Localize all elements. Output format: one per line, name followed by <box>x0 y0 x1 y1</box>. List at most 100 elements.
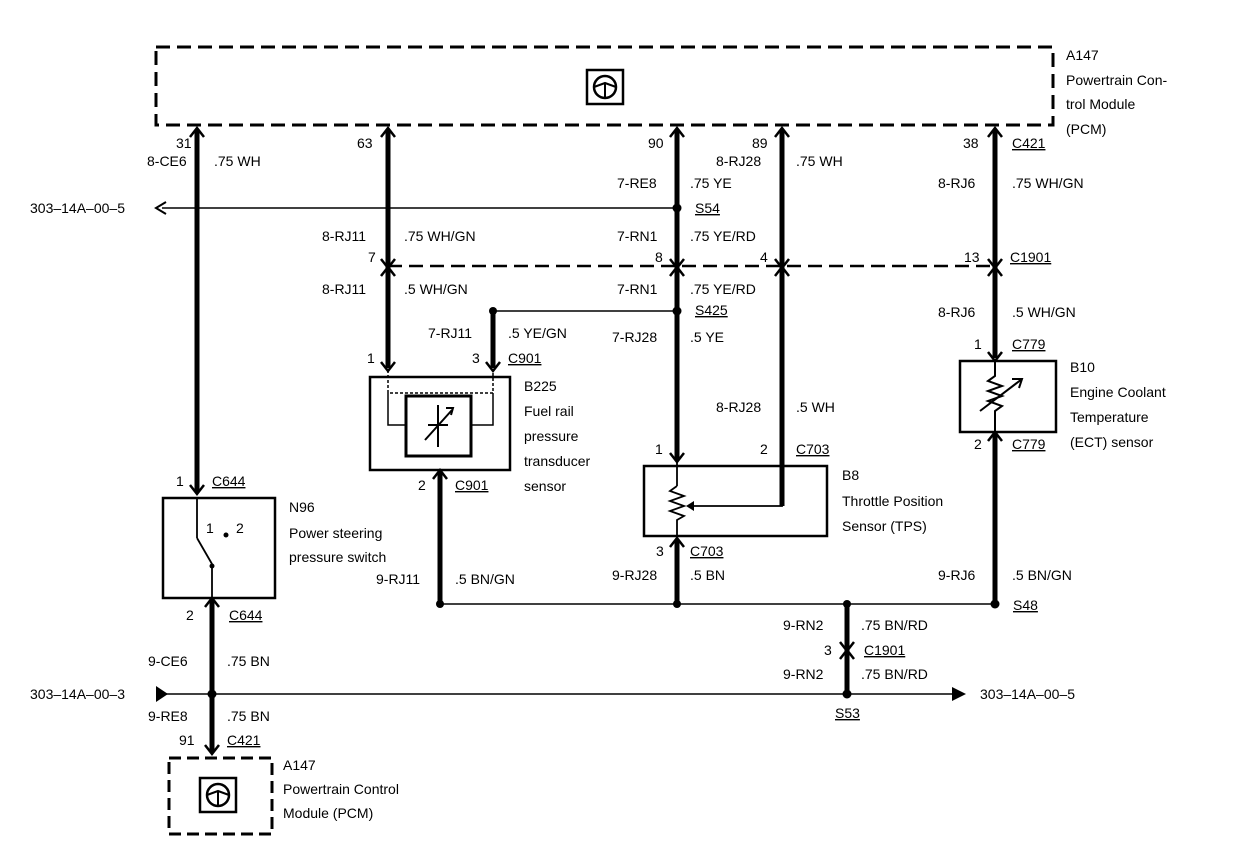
pin-b10-1: 1 <box>974 336 982 352</box>
connector-c779-2: C779 <box>1012 436 1046 452</box>
circuit-9-rn2-b: 9-RN2 <box>783 666 824 682</box>
wire-ce6 <box>189 125 205 497</box>
wire-label-9-rj28: .5 BN <box>690 567 725 583</box>
wire-rj28-9 <box>669 535 685 604</box>
n96-switch-pin-2: 2 <box>236 520 244 536</box>
pin-7: 7 <box>368 249 376 265</box>
splice-s54-dot <box>672 203 682 213</box>
pin-91: 91 <box>179 732 195 748</box>
circuit-9-re8: 9-RE8 <box>148 708 188 724</box>
circuit-8-rj6-b: 8-RJ6 <box>938 304 976 320</box>
n96-name-1: Power steering <box>289 525 382 541</box>
wire-label-8-rj11-b: .5 WH/GN <box>404 281 468 297</box>
pin-63: 63 <box>357 135 373 151</box>
pcm-bottom-id: A147 <box>283 757 316 773</box>
pin-c1901-3: 3 <box>824 642 832 658</box>
pcm-bottom-icon <box>198 776 238 814</box>
ref-left-top[interactable]: 303–14A–00–5 <box>30 200 125 216</box>
pcm-bottom-name-1: Powertrain Control <box>283 781 399 797</box>
wire-label-8-rj6-b: .5 WH/GN <box>1012 304 1076 320</box>
pin-b10-2: 2 <box>974 436 982 452</box>
pcm-top-name-1: Powertrain Con- <box>1066 72 1167 88</box>
connector-c703-2: C703 <box>796 441 830 457</box>
wire-rj11 <box>380 125 396 374</box>
circuit-9-rj28: 9-RJ28 <box>612 567 657 583</box>
ground-bus-dot-2 <box>673 600 681 608</box>
wire-label-9-rn2-a: .75 BN/RD <box>861 617 928 633</box>
junction-bottom-left <box>207 689 217 699</box>
pin-38: 38 <box>963 135 979 151</box>
pin-89: 89 <box>752 135 768 151</box>
wire-label-7-rj28: .5 YE <box>690 329 724 345</box>
b225-sensor-symbol <box>368 370 512 472</box>
wire-rj28-8 <box>774 125 790 506</box>
pcm-top-box <box>154 45 1055 127</box>
wire-rj6 <box>987 125 1003 364</box>
circuit-7-re8: 7-RE8 <box>617 175 657 191</box>
circuit-8-rj28-b: 8-RJ28 <box>716 399 761 415</box>
connector-c901-3: C901 <box>508 350 542 366</box>
connector-c421-top: C421 <box>1012 135 1046 151</box>
wire-rj11-7 <box>485 311 501 374</box>
wire-label-7-re8: .75 YE <box>690 175 732 191</box>
pcm-top-name-2: trol Module <box>1066 96 1135 112</box>
connector-c901-2: C901 <box>455 477 489 493</box>
pcm-top-id: A147 <box>1066 47 1099 63</box>
ref-right-bottom-arrow-icon <box>952 687 966 701</box>
connector-c421-bottom: C421 <box>227 732 261 748</box>
wire-rn2 <box>839 604 855 692</box>
circuit-8-rj6-a: 8-RJ6 <box>938 175 976 191</box>
wire-ce6-9 <box>204 595 220 757</box>
pcm-bottom-name-2: Module (PCM) <box>283 805 373 821</box>
pin-b8-1: 1 <box>655 441 663 457</box>
circuit-9-ce6: 9-CE6 <box>148 653 188 669</box>
circuit-8-rj11-a: 8-RJ11 <box>322 228 366 244</box>
b8-name-2: Sensor (TPS) <box>842 518 927 534</box>
connector-c1901-bottom: C1901 <box>864 642 905 658</box>
connector-c703-3: C703 <box>690 543 724 559</box>
ground-bus-dot-1 <box>436 600 444 608</box>
pin-13: 13 <box>964 249 980 265</box>
pin-b8-3: 3 <box>656 543 664 559</box>
b10-name-2: Temperature <box>1070 409 1149 425</box>
pin-4: 4 <box>760 249 768 265</box>
b8-sensor-symbol <box>642 462 829 540</box>
ref-left-bottom[interactable]: 303–14A–00–3 <box>30 686 125 702</box>
circuit-7-rn1-a: 7-RN1 <box>617 228 658 244</box>
pin-n96-2: 2 <box>186 607 194 623</box>
pcm-top-name-3: (PCM) <box>1066 121 1106 137</box>
pin-8: 8 <box>655 249 663 265</box>
wire-label-8-rj11-a: .75 WH/GN <box>404 228 476 244</box>
circuit-8-ce6: 8-CE6 <box>147 153 187 169</box>
b225-name-1: Fuel rail <box>524 403 574 419</box>
wire-re8-rn1-rj28 <box>669 125 685 465</box>
b225-id: B225 <box>524 378 557 394</box>
splice-s54: S54 <box>695 200 720 216</box>
circuit-8-rj28-a: 8-RJ28 <box>716 153 761 169</box>
splice-s53-dot <box>842 689 852 699</box>
splice-s48: S48 <box>1013 597 1038 613</box>
b10-sensor-symbol <box>958 359 1058 434</box>
pin-31: 31 <box>176 135 192 151</box>
pin-b225-2: 2 <box>418 477 426 493</box>
n96-switch-symbol <box>161 496 277 600</box>
pin-b225-3: 3 <box>472 350 480 366</box>
wire-label-9-rn2-b: .75 BN/RD <box>861 666 928 682</box>
wire-label-9-ce6: .75 BN <box>227 653 270 669</box>
wire-label-7-rn1-a: .75 YE/RD <box>690 228 756 244</box>
b8-name-1: Throttle Position <box>842 493 943 509</box>
wire-label-8-ce6: .75 WH <box>214 153 261 169</box>
pin-b8-2: 2 <box>760 441 768 457</box>
circuit-7-rn1-b: 7-RN1 <box>617 281 658 297</box>
circuit-7-rj11: 7-RJ11 <box>428 325 472 341</box>
ref-right-bottom[interactable]: 303–14A–00–5 <box>980 686 1075 702</box>
b225-name-4: sensor <box>524 478 566 494</box>
wire-label-9-re8: .75 BN <box>227 708 270 724</box>
wire-rj11-9 <box>432 467 448 604</box>
connector-c644-1: C644 <box>212 473 246 489</box>
pin-90: 90 <box>648 135 664 151</box>
connector-c644-2: C644 <box>229 607 263 623</box>
wire-label-7-rn1-b: .75 YE/RD <box>690 281 756 297</box>
pin-b225-1: 1 <box>367 350 375 366</box>
